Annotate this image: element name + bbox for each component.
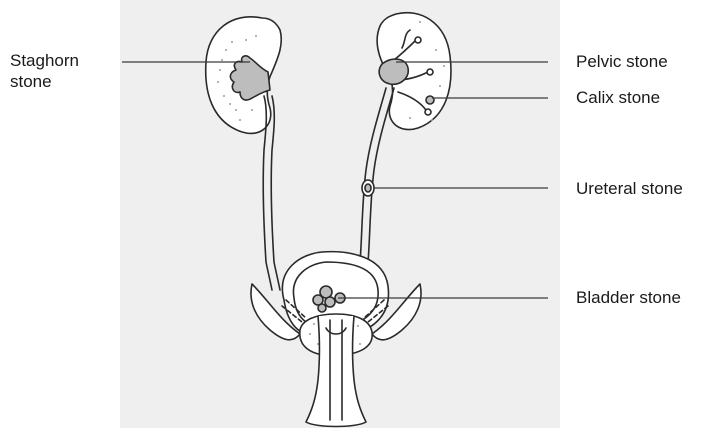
ureteral-label: Ureteral stone — [576, 178, 683, 199]
staghorn-label-line1: Staghorn — [10, 50, 79, 71]
staghorn-label: Staghorn stone — [10, 50, 79, 92]
calix-stone — [426, 96, 434, 104]
pelvic-label: Pelvic stone — [576, 51, 668, 72]
right-kidney — [377, 13, 451, 130]
bladder-label: Bladder stone — [576, 287, 681, 308]
staghorn-label-line2: stone — [10, 71, 79, 92]
left-kidney — [206, 17, 282, 134]
calix-label: Calix stone — [576, 87, 660, 108]
pelvic-stone — [379, 59, 408, 84]
